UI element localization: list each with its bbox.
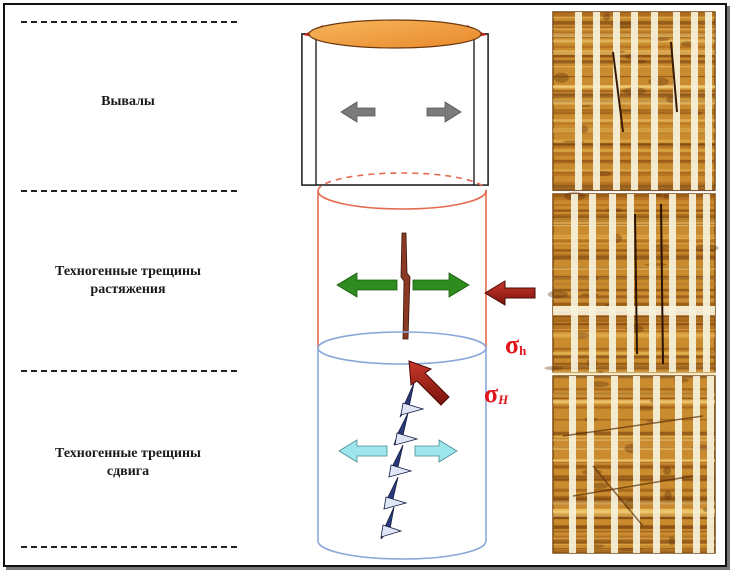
- tensile-fracture: [400, 232, 411, 340]
- shear-top-ellipse: [317, 331, 487, 365]
- core-image-shear: [552, 375, 716, 554]
- zone-label-breakout: Вывалы: [101, 94, 155, 109]
- zone-separator-top: [21, 21, 237, 23]
- casing-wall-right: [473, 33, 489, 186]
- zone-label-shear: Техногенные трещины сдвига: [55, 446, 201, 479]
- zone-separator-1: [21, 190, 237, 192]
- tensile-arrow-left: [336, 272, 398, 298]
- casing-body: [301, 33, 489, 186]
- shear-arrow-left: [338, 439, 388, 463]
- casing-top-cap: [308, 19, 482, 49]
- core-images: [544, 11, 719, 554]
- sigma-H-label: σH: [484, 379, 509, 408]
- sigma-h-label: σh: [505, 330, 527, 359]
- figure-frame: Вывалы Техногенные трещины растяжения Те…: [3, 3, 727, 567]
- sigma-h-arrow: [484, 280, 536, 306]
- shear-bottom-ellipse: [317, 540, 487, 560]
- tensile-top-ellipse-back: [317, 172, 487, 192]
- shear-section: [317, 331, 487, 560]
- breakout-section: [301, 19, 489, 186]
- breakout-arrow-left: [340, 101, 376, 123]
- core-image-breakout: [552, 11, 716, 192]
- tensile-arrow-right: [412, 272, 470, 298]
- tensile-section: [317, 172, 487, 348]
- zone-label-tensile: Техногенные трещины растяжения: [55, 264, 201, 297]
- core-image-tensile: [544, 191, 719, 375]
- breakout-arrow-right: [426, 101, 462, 123]
- shear-arrow-right: [414, 439, 458, 463]
- sigma-H-arrow: [408, 360, 450, 406]
- zone-separator-2: [21, 370, 237, 372]
- tensile-top-ellipse-front: [317, 190, 487, 210]
- borehole-diagram: σh σH: [301, 11, 719, 560]
- shear-fractures: [380, 382, 425, 540]
- casing-wall-left: [301, 33, 317, 186]
- zone-separator-bottom: [21, 546, 237, 548]
